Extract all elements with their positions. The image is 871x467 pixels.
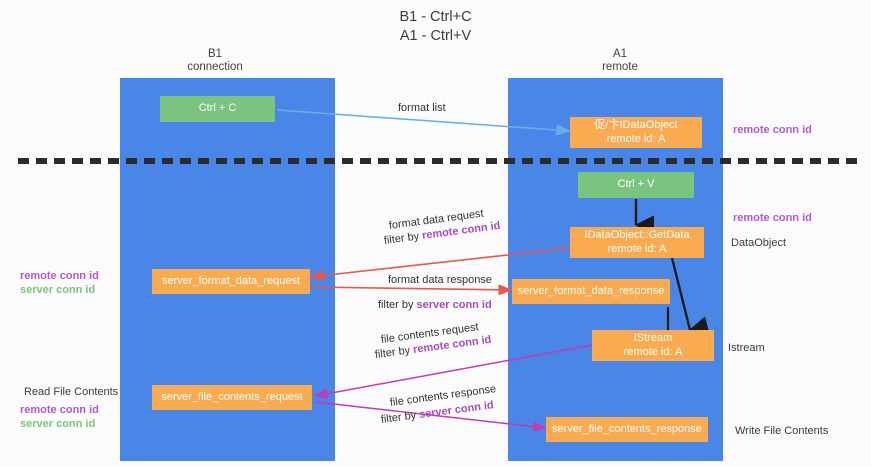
note-server-conn-id: server conn id [20, 284, 96, 296]
filter-prefix: filter by [380, 409, 420, 426]
note-remote-conn-id: remote conn id [733, 212, 812, 224]
node-remote-idataobject-label: 促/卞IDataObject [594, 119, 678, 131]
title-line-1: B1 - Ctrl+C [399, 9, 472, 25]
lane-header-b1: B1 connection [145, 48, 285, 74]
filter-prefix: filter by [383, 230, 423, 247]
note-istream: Istream [728, 342, 765, 354]
edge-label-format-data-response-text: format data response [388, 274, 492, 286]
node-remote-idataobject[interactable]: 促/卞IDataObject remote id: A [570, 117, 702, 148]
lane-header-b1-line2: connection [187, 61, 243, 73]
filter-value-server-conn-id: server conn id [416, 299, 492, 311]
note-right-remote-conn-id-mid: remote conn id [733, 211, 812, 225]
node-istream-sublabel: remote id: A [623, 345, 683, 358]
note-remote-conn-id: remote conn id [20, 404, 99, 416]
lane-header-a1-line1: A1 [612, 48, 628, 60]
filter-prefix: filter by [378, 299, 417, 311]
note-right-dataobject: DataObject [731, 236, 786, 250]
note-left-read-file-contents: Read File Contents [24, 385, 118, 399]
lane-header-b1-line1: B1 [207, 48, 223, 60]
note-right-istream: Istream [728, 341, 765, 355]
node-ctrl-c-label: Ctrl + C [198, 102, 237, 115]
node-istream-label: IStream [633, 332, 673, 344]
edge-label-format-data-response: format data response [388, 273, 492, 288]
node-ctrl-v-label: Ctrl + V [617, 178, 655, 191]
note-right-remote-conn-id-top: remote conn id [733, 123, 812, 137]
node-server-format-data-response[interactable]: server_format_data_response [512, 279, 670, 304]
note-remote-conn-id: remote conn id [20, 270, 99, 282]
node-server-file-contents-request-label: server_file_contents_request [161, 390, 303, 403]
note-left-conn-ids-bottom: remote conn id server conn id [20, 403, 99, 431]
node-getdata[interactable]: IDataObject::GetData remote id: A [570, 227, 704, 258]
edge-label-format-list: format list [398, 101, 446, 116]
node-server-format-data-request[interactable]: server_format_data_request [152, 269, 310, 294]
node-server-file-contents-request[interactable]: server_file_contents_request [152, 385, 312, 410]
edge-label-format-list-text: format list [398, 102, 446, 114]
node-server-file-contents-response[interactable]: server_file_contents_response [546, 417, 708, 442]
note-server-conn-id: server conn id [20, 418, 96, 430]
node-getdata-label: IDataObject::GetData [584, 229, 690, 241]
node-server-file-contents-response-label: server_file_contents_response [552, 422, 702, 435]
note-right-write-file-contents: Write File Contents [735, 424, 828, 438]
title-line-2: A1 - Ctrl+V [399, 28, 472, 44]
node-remote-idataobject-sublabel: remote id: A [606, 132, 666, 145]
lane-header-a1-line2: remote [602, 61, 638, 73]
note-left-conn-ids-mid: remote conn id server conn id [20, 269, 99, 297]
note-remote-conn-id: remote conn id [733, 124, 812, 136]
node-istream[interactable]: IStream remote id: A [592, 330, 714, 361]
node-server-format-data-response-label: server_format_data_response [517, 284, 665, 297]
note-write-file-contents: Write File Contents [735, 425, 829, 437]
node-getdata-sublabel: remote id: A [607, 242, 667, 255]
note-dataobject: DataObject [731, 237, 787, 249]
note-read-file-contents: Read File Contents [24, 386, 119, 398]
edge-label-format-data-response-filter: filter by server conn id [378, 298, 492, 313]
page-title: B1 - Ctrl+C A1 - Ctrl+V [0, 8, 871, 46]
node-ctrl-v[interactable]: Ctrl + V [578, 172, 694, 198]
node-ctrl-c[interactable]: Ctrl + C [160, 96, 275, 122]
lane-header-a1: A1 remote [550, 48, 690, 74]
node-server-format-data-request-label: server_format_data_request [161, 274, 301, 287]
filter-prefix: filter by [374, 344, 414, 361]
